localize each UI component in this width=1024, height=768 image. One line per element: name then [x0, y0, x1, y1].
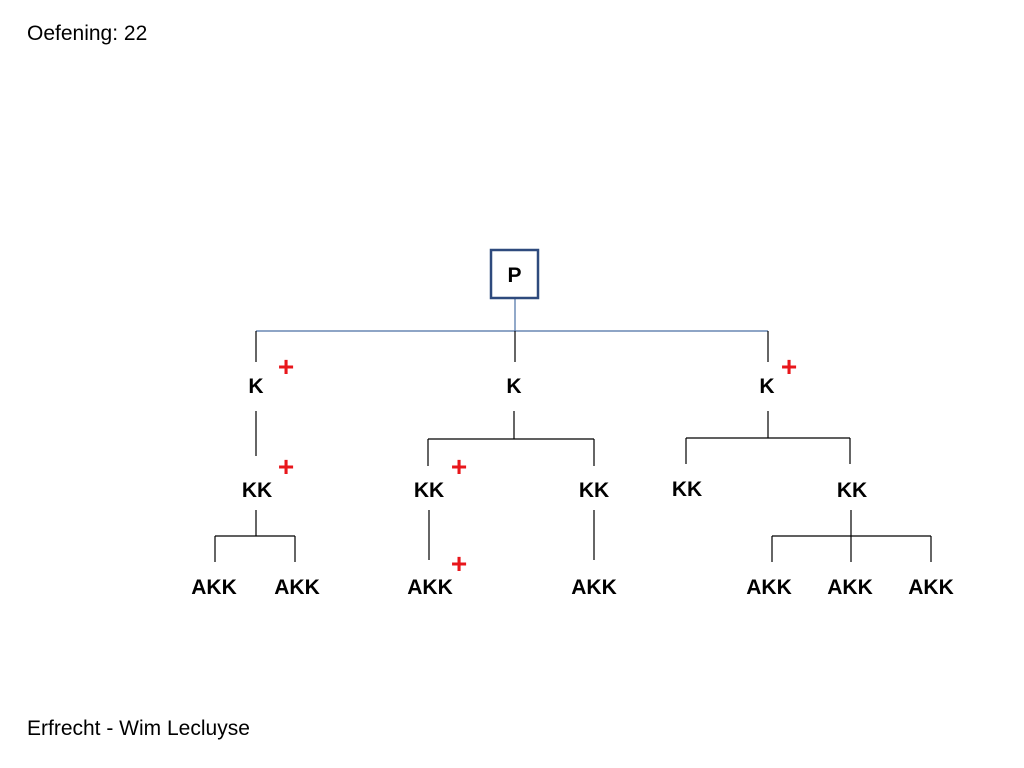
- root-label: P: [507, 264, 521, 287]
- connector-lines: [214, 299, 932, 562]
- node-kk1: KK: [242, 479, 272, 502]
- footer-text: Erfrecht - Wim Lecluyse: [27, 717, 250, 740]
- root-box: [489, 248, 540, 300]
- node-kk5: KK: [837, 479, 867, 502]
- node-kk4: KK: [672, 478, 702, 501]
- node-k1: K: [248, 375, 263, 398]
- plus-marker-k1: +: [278, 351, 294, 382]
- plus-marker-akk3: +: [451, 548, 467, 579]
- node-akk2: AKK: [274, 576, 320, 599]
- node-akk6: AKK: [827, 576, 873, 599]
- plus-marker-kk1: +: [278, 451, 294, 482]
- node-kk3: KK: [579, 479, 609, 502]
- plus-marker-kk2: +: [451, 451, 467, 482]
- plus-markers: + + + + +: [278, 351, 797, 579]
- node-k2: K: [506, 375, 521, 398]
- node-k3: K: [759, 375, 774, 398]
- node-akk3: AKK: [407, 576, 453, 599]
- node-akk7: AKK: [908, 576, 954, 599]
- node-kk2: KK: [414, 479, 444, 502]
- plus-marker-k3: +: [781, 351, 797, 382]
- node-akk5: AKK: [746, 576, 792, 599]
- node-akk4: AKK: [571, 576, 617, 599]
- page-title: Oefening: 22: [27, 22, 148, 45]
- node-akk1: AKK: [191, 576, 237, 599]
